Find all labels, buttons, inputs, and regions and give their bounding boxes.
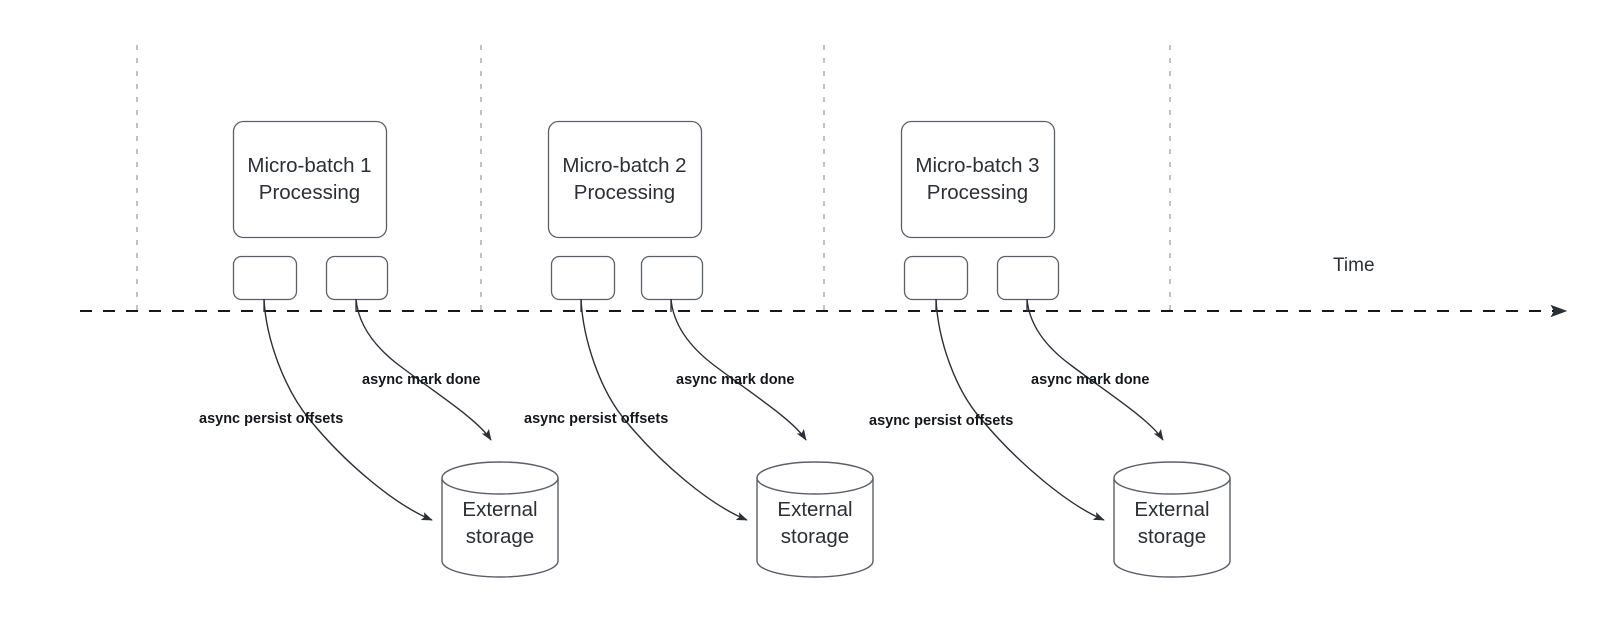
small-box-3a[interactable] — [903, 255, 969, 301]
micro-batch-box-3[interactable] — [900, 120, 1056, 239]
mark-done-3-label: async mark done — [1031, 372, 1150, 388]
mark-done-3-arrow — [1026, 298, 1164, 441]
small-box-1b[interactable] — [325, 255, 389, 301]
micro-batch-box-2[interactable] — [547, 120, 703, 239]
small-box-2a[interactable] — [550, 255, 616, 301]
external-storage-top-2 — [756, 461, 874, 495]
persist-offsets-1-label: async persist offsets — [199, 411, 344, 427]
persist-offsets-2-label: async persist offsets — [524, 411, 669, 427]
persist-offsets-1-arrow — [263, 298, 433, 521]
small-box-3b[interactable] — [996, 255, 1060, 301]
external-storage-body-3[interactable] — [1113, 477, 1231, 578]
time-axis-label: Time — [1333, 255, 1375, 276]
persist-offsets-2-arrow — [580, 298, 748, 521]
persist-offsets-3-label: async persist offsets — [869, 413, 1014, 429]
mark-done-2-label: async mark done — [676, 372, 795, 388]
persist-offsets-3-arrow — [935, 298, 1105, 521]
mark-done-1-arrow — [355, 298, 492, 441]
external-storage-top-3 — [1113, 461, 1231, 495]
mark-done-1-label: async mark done — [362, 372, 481, 388]
mark-done-2-arrow — [670, 298, 807, 441]
external-storage-body-1[interactable] — [441, 477, 559, 578]
small-box-2b[interactable] — [640, 255, 704, 301]
external-storage-top-1 — [441, 461, 559, 495]
small-box-1a[interactable] — [232, 255, 298, 301]
external-storage-body-2[interactable] — [756, 477, 874, 578]
micro-batch-box-1[interactable] — [232, 120, 388, 239]
